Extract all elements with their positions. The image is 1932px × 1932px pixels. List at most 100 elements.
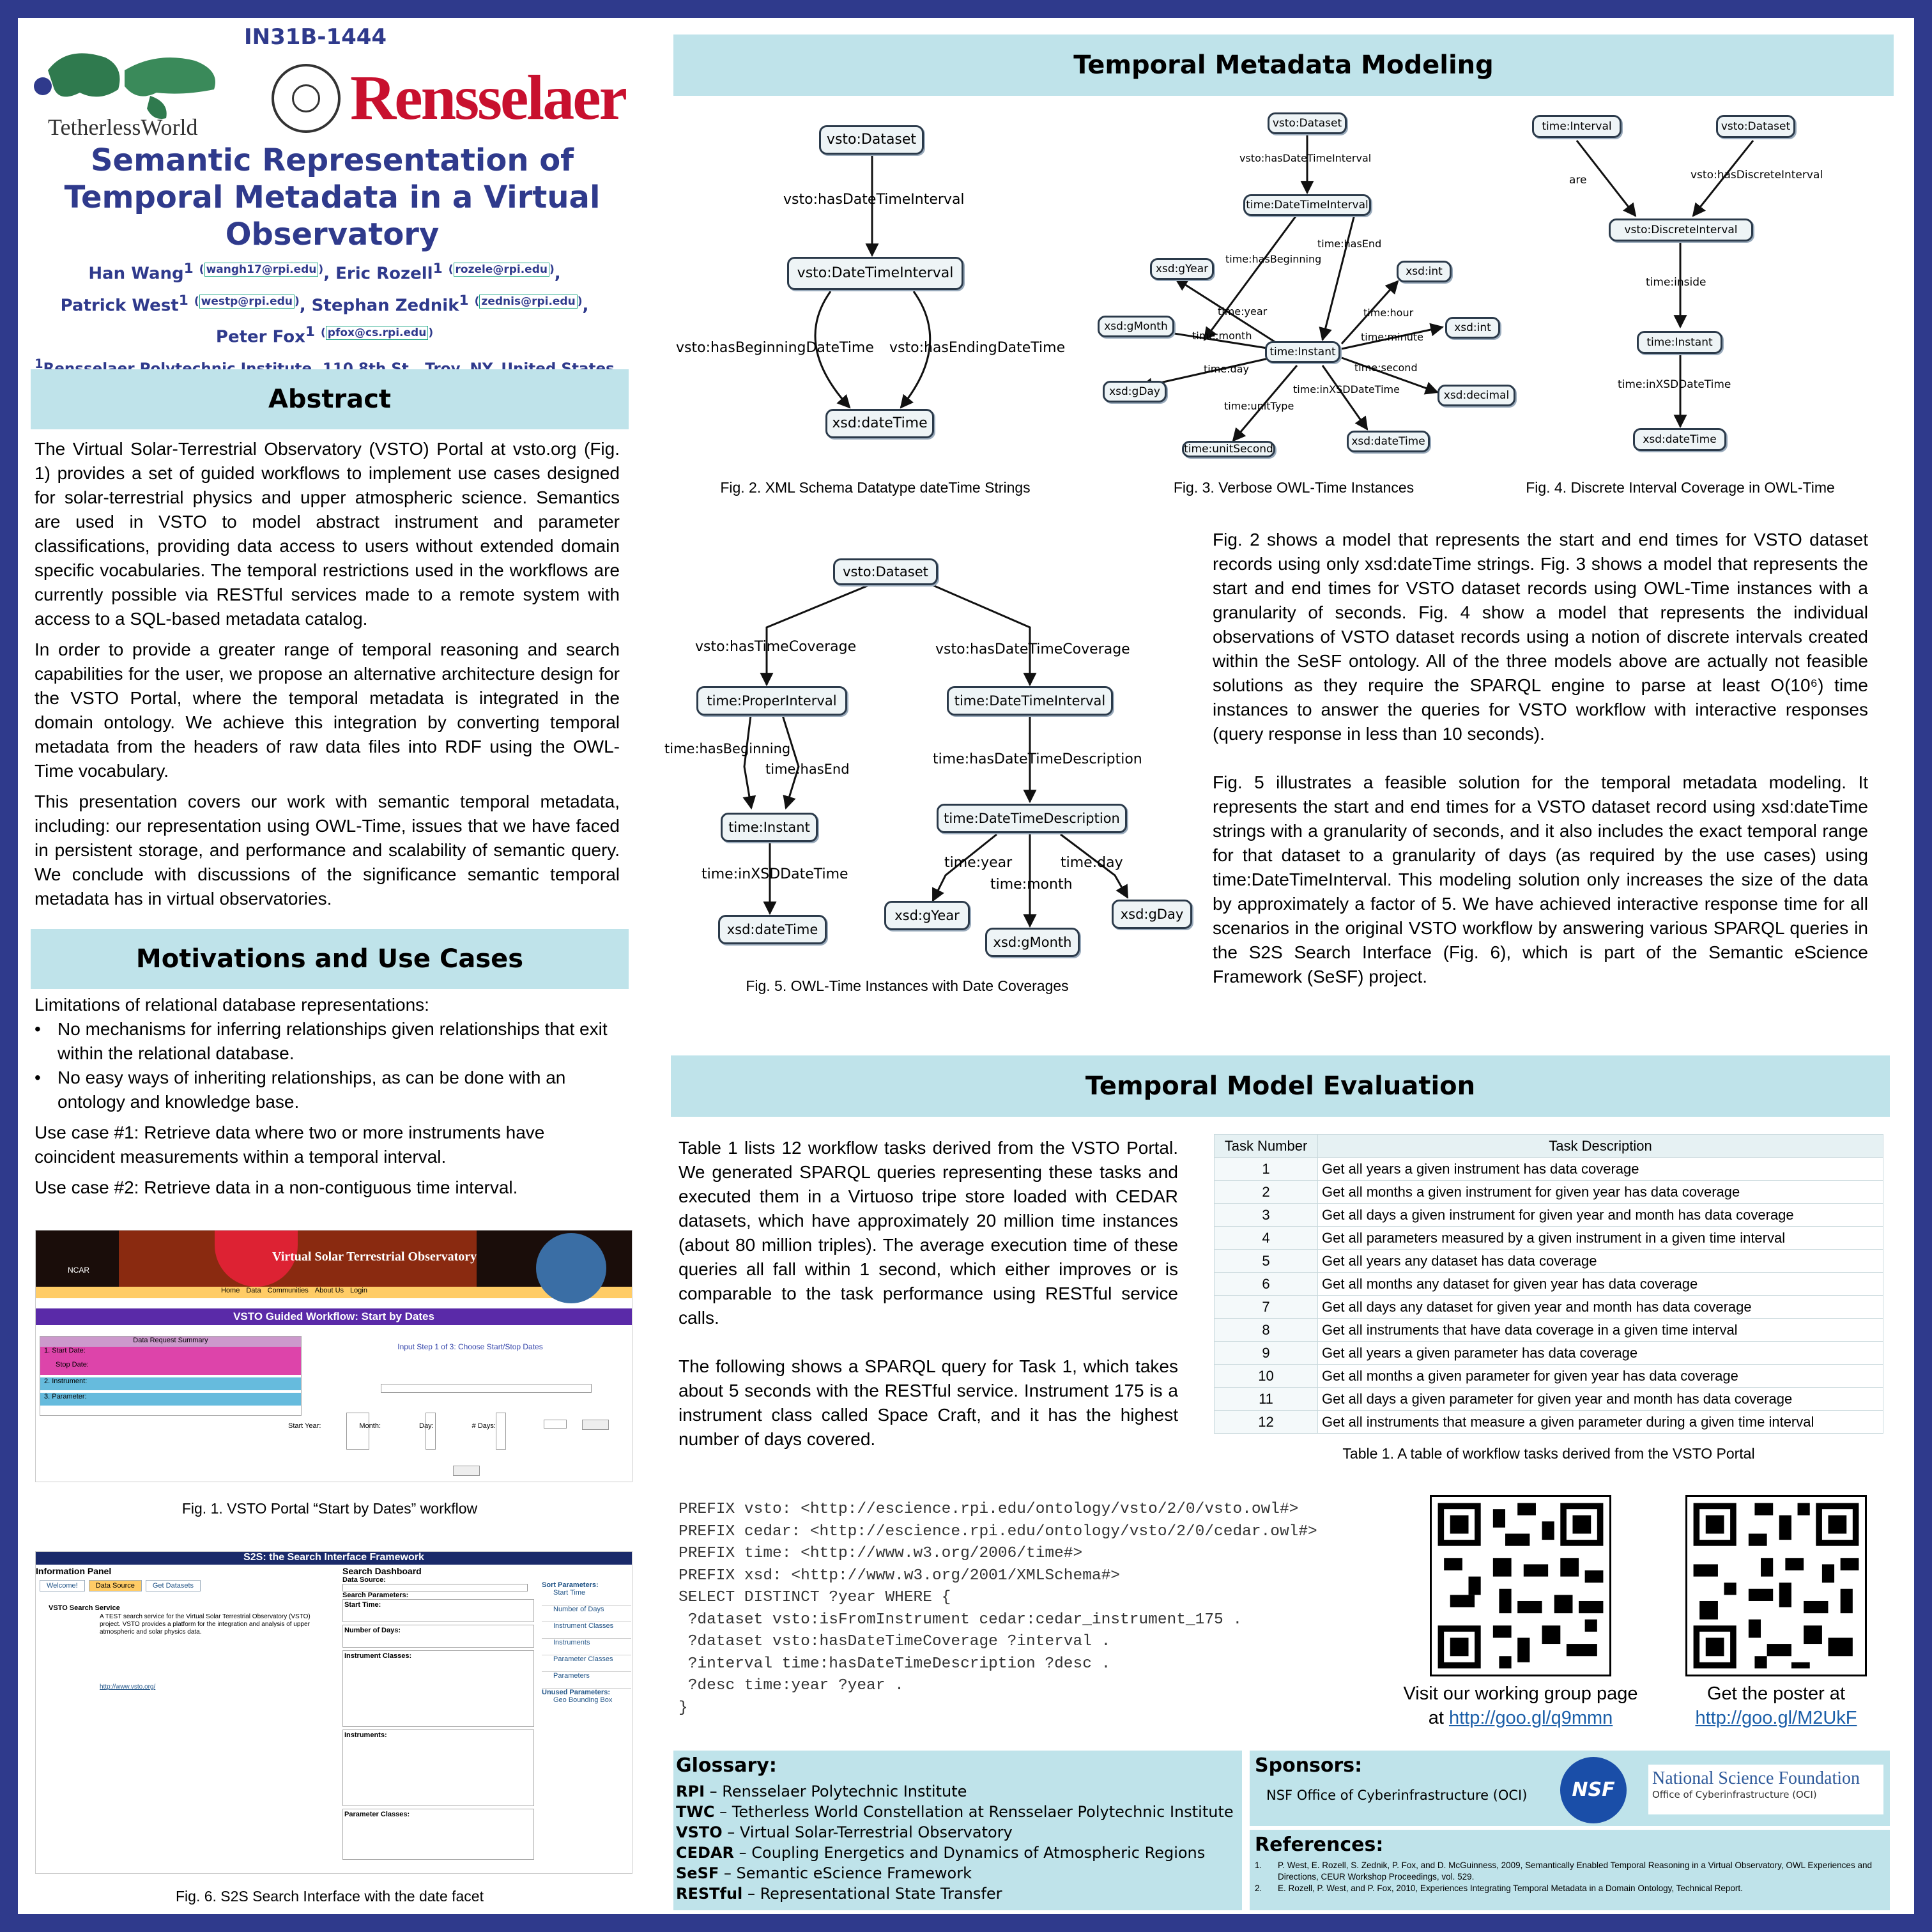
fig6-s2s-screenshot: S2S: the Search Interface Framework Info… — [35, 1551, 632, 1874]
service-link[interactable]: http://www.vsto.org/ — [100, 1683, 156, 1690]
sponsors-text: NSF Office of Cyberinfrastructure (OCI) — [1266, 1788, 1528, 1803]
tab-welcome[interactable]: Welcome! — [40, 1580, 85, 1591]
evaluation-p2: The following shows a SPARQL query for T… — [678, 1356, 1178, 1449]
node-vsto-dataset: vsto:Dataset — [833, 558, 938, 585]
author-email[interactable]: zednis@rpi.edu — [479, 294, 578, 309]
task-number: 4 — [1214, 1226, 1318, 1250]
abstract-heading: Abstract — [31, 369, 629, 429]
working-group-link[interactable]: http://goo.gl/q9mmn — [1448, 1708, 1613, 1728]
param-label: Parameter Classes: — [342, 1809, 534, 1860]
node-time-datetimedescription: time:DateTimeDescription — [937, 804, 1127, 833]
motivations-text: Limitations of relational database repre… — [34, 993, 620, 1206]
tab-get-datasets[interactable]: Get Datasets — [145, 1580, 201, 1591]
sort-item[interactable]: Geo Bounding Box — [553, 1696, 613, 1704]
code-line: ?dataset vsto:hasDateTimeCoverage ?inter… — [678, 1633, 1111, 1650]
nav-login[interactable]: Login — [350, 1287, 367, 1294]
node-vsto-dataset: vsto:Dataset — [1716, 115, 1795, 138]
nav-about[interactable]: About Us — [314, 1287, 344, 1294]
reference-item: 1.P. West, E. Rozell, S. Zednik, P. Fox,… — [1255, 1860, 1885, 1883]
sort-item[interactable]: Instrument Classes — [542, 1622, 631, 1639]
nsf-sub: Office of Cyberinfrastructure (OCI) — [1652, 1789, 1817, 1800]
day-listbox[interactable] — [496, 1413, 506, 1450]
param-label: Start Time: — [342, 1599, 534, 1622]
sort-item[interactable]: Number of Days — [542, 1606, 631, 1622]
use-case-2: Use case #2: Retrieve data in a non-cont… — [34, 1177, 518, 1197]
task-number: 9 — [1214, 1341, 1318, 1365]
edge-label: vsto:hasDateTimeInterval — [1239, 152, 1372, 164]
tab-data-source[interactable]: Data Source — [88, 1580, 142, 1591]
sort-item[interactable]: Parameter Classes — [542, 1655, 631, 1672]
sort-item[interactable]: Instruments — [542, 1639, 631, 1655]
qr-code-poster[interactable] — [1685, 1495, 1867, 1676]
task-description: Get all instruments that measure a given… — [1317, 1410, 1883, 1434]
year-listbox[interactable] — [346, 1413, 369, 1450]
glossary-item: VSTO – Virtual Solar-Terrestrial Observa… — [676, 1822, 1239, 1843]
nav-communities[interactable]: Communities — [267, 1287, 309, 1294]
reference-text: E. Rozell, P. West, and P. Fox, 2010, Ex… — [1278, 1883, 1743, 1893]
days-input[interactable] — [544, 1420, 567, 1429]
summary-parameter: 3. Parameter: — [40, 1393, 301, 1406]
code-line: PREFIX vsto: <http://escience.rpi.edu/on… — [678, 1501, 1299, 1518]
filter-select[interactable] — [381, 1384, 592, 1393]
glossary-item: SeSF – Semantic eScience Framework — [676, 1863, 1239, 1883]
rensselaer-logo: Rensselaer — [350, 62, 627, 133]
step-title: Input Step 1 of 3: Choose Start/Stop Dat… — [397, 1342, 543, 1351]
edge-label: vsto:hasDateTimeInterval — [783, 192, 965, 208]
node-time-datetimeinterval: time:DateTimeInterval — [1243, 194, 1371, 216]
fig1-caption: Fig. 1. VSTO Portal “Start by Dates” wor… — [181, 1500, 478, 1517]
nsf-name: National Science Foundation — [1652, 1768, 1860, 1788]
sparql-query: PREFIX vsto: <http://escience.rpi.edu/on… — [678, 1499, 1317, 1719]
author-email[interactable]: westp@rpi.edu — [199, 294, 295, 309]
nav-home[interactable]: Home — [221, 1287, 240, 1294]
task-number: 8 — [1214, 1318, 1318, 1342]
author-email[interactable]: wangh17@rpi.edu — [204, 263, 319, 277]
data-source-select[interactable] — [342, 1584, 528, 1591]
edge-label: time:unitType — [1224, 400, 1294, 412]
code-line: ?interval time:hasDateTimeDescription ?d… — [678, 1655, 1111, 1673]
cancel-button[interactable] — [453, 1466, 480, 1476]
dashboard-title: Search Dashboard — [342, 1566, 422, 1576]
node-time-interval: time:Interval — [1532, 115, 1621, 138]
task-description: Get all days a given parameter for given… — [1317, 1387, 1883, 1411]
s2s-title: S2S: the Search Interface Framework — [36, 1552, 632, 1565]
motivations-heading: Motivations and Use Cases — [31, 929, 629, 989]
author-name: Eric Rozell — [335, 264, 433, 284]
poster-link[interactable]: http://goo.gl/M2UkF — [1695, 1708, 1857, 1728]
author-email[interactable]: pfox@cs.rpi.edu — [325, 326, 429, 341]
author-email[interactable]: rozele@rpi.edu — [453, 263, 549, 277]
list-item: •No mechanisms for inferring relationshi… — [34, 1019, 608, 1063]
evaluation-heading: Temporal Model Evaluation — [671, 1055, 1890, 1117]
next-button[interactable] — [582, 1420, 609, 1430]
sort-item[interactable]: Start Time — [542, 1589, 631, 1606]
nav-data[interactable]: Data — [246, 1287, 261, 1294]
node-xsd-datetime: xsd:dateTime — [1633, 428, 1726, 451]
evaluation-p1: Table 1 lists 12 workflow tasks derived … — [678, 1138, 1178, 1328]
month-listbox[interactable] — [425, 1413, 436, 1450]
task-number: 11 — [1214, 1387, 1318, 1411]
poster-code: IN31B-1444 — [244, 24, 387, 50]
table-caption: Table 1. A table of workflow tasks deriv… — [1342, 1445, 1755, 1462]
node-time-datetimeinterval: time:DateTimeInterval — [947, 686, 1113, 716]
list-item: •No easy ways of inheriting relationship… — [34, 1068, 566, 1112]
edge-label: time:hasEnd — [1317, 238, 1382, 250]
sort-item[interactable]: Parameters — [542, 1672, 631, 1689]
qr-code-working-group[interactable] — [1430, 1495, 1611, 1676]
node-xsd-datetime: xsd:dateTime — [1347, 431, 1430, 452]
tetherless-world-label: TetherlessWorld — [48, 114, 198, 140]
modeling-p1: Fig. 2 shows a model that represents the… — [1213, 530, 1868, 744]
glossary-box: Glossary: RPI – Rensselaer Polytechnic I… — [673, 1751, 1242, 1910]
edge-label: time:hasBeginning — [664, 741, 791, 756]
edge-label: time:inside — [1646, 276, 1706, 289]
code-line: PREFIX cedar: <http://escience.rpi.edu/o… — [678, 1522, 1317, 1540]
workflow-banner: VSTO Guided Workflow: Start by Dates — [36, 1308, 632, 1325]
fig5-caption: Fig. 5. OWL-Time Instances with Date Cov… — [746, 977, 1069, 994]
references-heading: References: — [1255, 1834, 1384, 1856]
qr1-text: Visit our working group page at http://g… — [1374, 1682, 1667, 1730]
reference-text: P. West, E. Rozell, S. Zednik, P. Fox, a… — [1278, 1860, 1872, 1882]
task-number: 6 — [1214, 1272, 1318, 1296]
